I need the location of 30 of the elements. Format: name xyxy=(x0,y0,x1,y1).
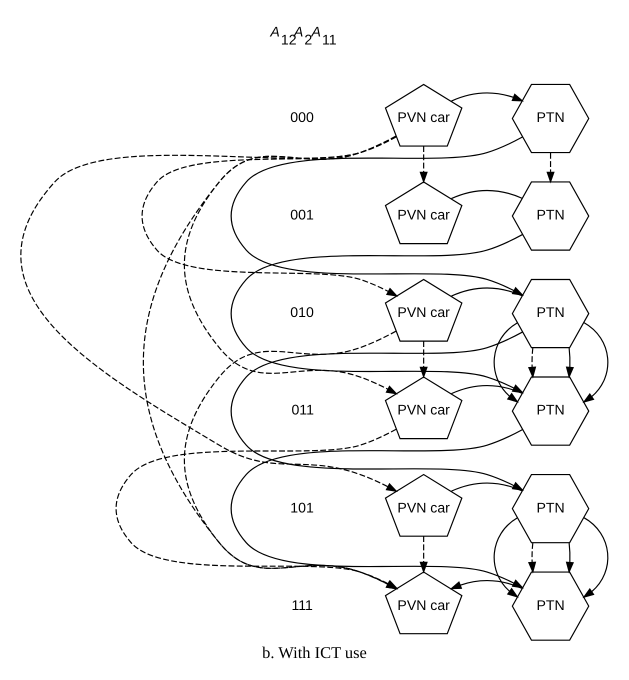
label: 010 xyxy=(290,304,314,320)
arrow xyxy=(494,517,519,598)
arrow xyxy=(450,580,522,590)
arrow xyxy=(546,152,555,184)
connector xyxy=(451,190,522,200)
arrow xyxy=(528,543,536,574)
connector xyxy=(451,482,522,492)
arrow xyxy=(420,146,428,184)
arrow xyxy=(566,543,574,574)
label: 001 xyxy=(290,206,314,223)
arrow xyxy=(528,348,536,379)
arrow xyxy=(451,92,524,102)
label: 101 xyxy=(290,499,314,516)
connector xyxy=(451,287,522,297)
connector xyxy=(451,384,522,394)
arrow xyxy=(582,517,608,598)
arrow xyxy=(142,136,398,590)
caption: b. With ICT use xyxy=(262,643,367,662)
arrow xyxy=(566,348,574,379)
arrow xyxy=(582,322,608,404)
label: 000 xyxy=(290,109,314,126)
arrow xyxy=(116,428,398,590)
label: 111 xyxy=(291,596,313,613)
arrow xyxy=(142,136,398,297)
label: 011 xyxy=(291,402,314,418)
arrow xyxy=(420,536,428,574)
arrow xyxy=(20,136,398,492)
arrow xyxy=(494,322,519,403)
arrow xyxy=(420,341,428,379)
arrow xyxy=(184,330,398,590)
